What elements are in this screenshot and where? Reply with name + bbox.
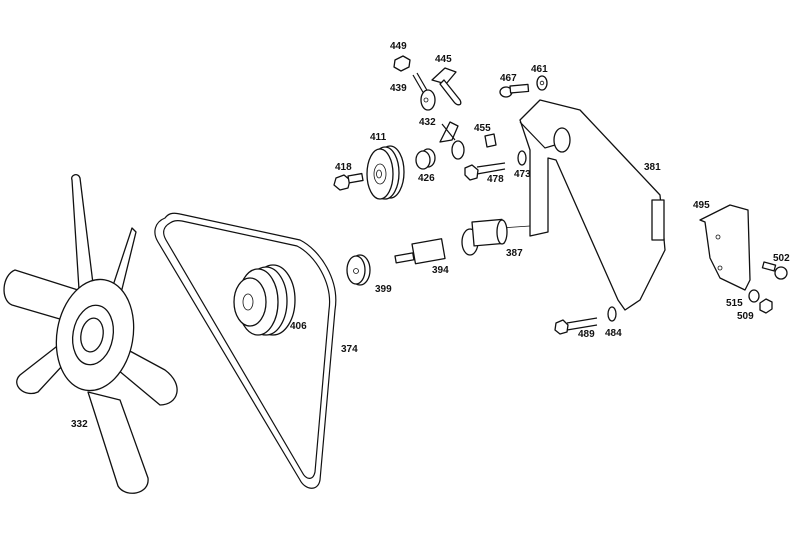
label-411: 411 xyxy=(370,132,387,143)
spacer-473[interactable] xyxy=(517,150,527,166)
fan-332[interactable] xyxy=(3,174,178,494)
label-484: 484 xyxy=(605,328,622,339)
label-387: 387 xyxy=(506,248,523,259)
bolt-418[interactable] xyxy=(333,172,364,191)
label-418: 418 xyxy=(335,162,352,173)
bushing-426[interactable] xyxy=(415,148,436,170)
bolt-489[interactable] xyxy=(554,317,598,335)
label-515: 515 xyxy=(726,298,743,309)
label-495: 495 xyxy=(693,200,710,211)
v-belt-374[interactable] xyxy=(154,212,337,489)
nut-509[interactable] xyxy=(759,298,773,314)
mounting-bracket-381[interactable] xyxy=(519,99,666,311)
pin-394[interactable] xyxy=(394,238,446,265)
label-489: 489 xyxy=(578,329,595,340)
label-449: 449 xyxy=(390,41,407,52)
label-509: 509 xyxy=(737,311,754,322)
spacer-484[interactable] xyxy=(607,306,617,322)
label-374: 374 xyxy=(341,344,358,355)
square-nut-455[interactable] xyxy=(484,133,497,148)
label-502: 502 xyxy=(773,253,790,264)
label-406: 406 xyxy=(290,321,307,332)
bolt-502[interactable] xyxy=(761,261,788,280)
eye-bolt-439[interactable] xyxy=(412,72,436,111)
pivot-shaft-387[interactable] xyxy=(461,218,508,256)
washer-515[interactable] xyxy=(748,289,760,303)
nut-449[interactable] xyxy=(393,55,411,72)
label-426: 426 xyxy=(418,173,435,184)
tensioner-432[interactable] xyxy=(439,121,465,160)
label-399: 399 xyxy=(375,284,392,295)
label-394: 394 xyxy=(432,265,449,276)
bolt-467[interactable] xyxy=(499,83,530,98)
washer-461[interactable] xyxy=(536,75,548,91)
label-473: 473 xyxy=(514,169,531,180)
label-432: 432 xyxy=(419,117,436,128)
label-381: 381 xyxy=(644,162,661,173)
label-478: 478 xyxy=(487,174,504,185)
label-445: 445 xyxy=(435,54,452,65)
eccentric-washer-399[interactable] xyxy=(346,254,371,286)
water-pump-pulley-406[interactable] xyxy=(233,264,296,336)
label-455: 455 xyxy=(474,123,491,134)
label-439: 439 xyxy=(390,83,407,94)
idler-pulley-411[interactable] xyxy=(366,145,405,200)
support-bracket-495[interactable] xyxy=(699,204,751,291)
label-467: 467 xyxy=(500,73,517,84)
slotted-plate-445[interactable] xyxy=(431,67,462,106)
label-461: 461 xyxy=(531,64,548,75)
label-332: 332 xyxy=(71,419,88,430)
bolt-478[interactable] xyxy=(464,162,506,181)
